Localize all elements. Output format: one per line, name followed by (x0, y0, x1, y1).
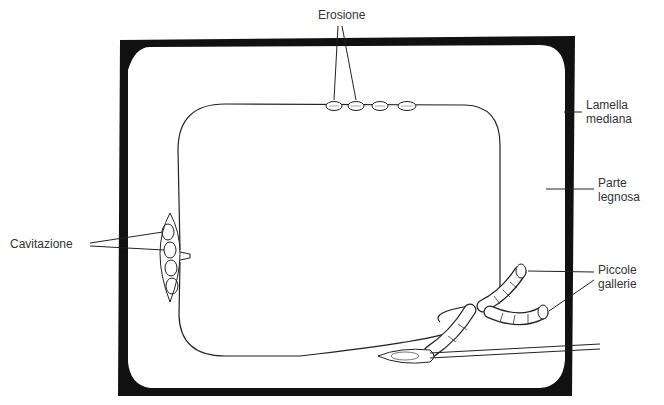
middle-lamella (118, 36, 575, 396)
part-label: Erosione (318, 8, 378, 22)
erosion-pockets (326, 102, 416, 111)
part-label: Parte legnosa (598, 176, 658, 204)
small-tunnels (378, 264, 600, 363)
cell-wall (128, 45, 565, 388)
cavitation-cavities (160, 213, 190, 302)
leader-lines (90, 26, 594, 311)
part-label: Lamella mediana (586, 98, 648, 126)
part-label: Cavitazione (10, 237, 90, 251)
cell-lumen (178, 104, 500, 356)
part-label: Piccole gallerie (598, 263, 660, 291)
